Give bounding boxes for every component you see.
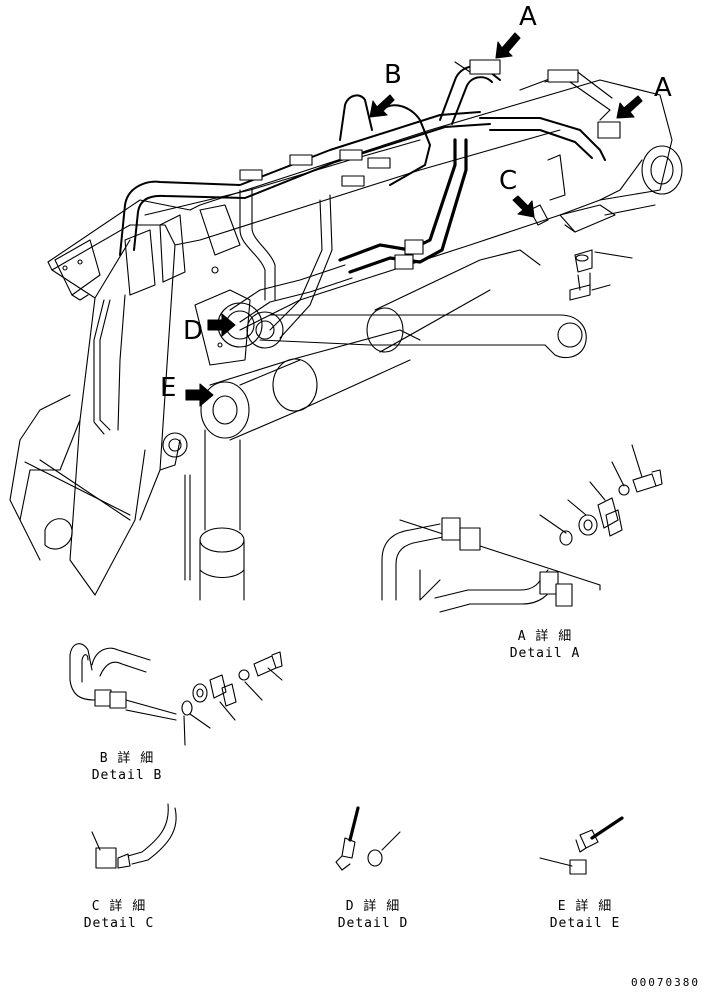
arm-cylinder <box>184 249 587 601</box>
detail-a-drawing <box>381 444 663 613</box>
view-label-e: E <box>160 373 177 403</box>
detail-c-caption: C 詳 細 Detail C <box>74 898 164 932</box>
detail-a-caption: A 詳 細 Detail A <box>500 628 590 662</box>
view-arrows <box>185 32 643 407</box>
view-label-a-right: A <box>654 73 672 103</box>
view-label-c: C <box>499 166 518 196</box>
detail-d-caption: D 詳 細 Detail D <box>328 898 418 932</box>
view-label-a-top: A <box>519 2 537 32</box>
detail-d-caption-en: Detail D <box>337 916 409 931</box>
detail-c-drawing <box>91 803 177 869</box>
detail-e-caption: E 詳 細 Detail E <box>540 898 630 932</box>
leader-lines <box>454 61 656 291</box>
pipe-clamps <box>529 154 616 301</box>
detail-e-caption-en: Detail E <box>549 916 621 931</box>
detail-e-caption-jp: E 詳 細 <box>557 899 613 914</box>
detail-b-caption-jp: B 詳 細 <box>99 751 155 766</box>
hydraulic-pipes <box>93 59 621 435</box>
detail-a-caption-en: Detail A <box>509 646 581 661</box>
detail-d-drawing <box>335 806 401 871</box>
view-label-b: B <box>384 60 402 90</box>
drawing-number: 00070380 <box>631 976 700 989</box>
detail-a-caption-jp: A 詳 細 <box>517 629 573 644</box>
detail-b-drawing <box>69 643 283 746</box>
detail-d-caption-jp: D 詳 細 <box>345 899 401 914</box>
detail-c-caption-en: Detail C <box>83 916 155 931</box>
detail-b-caption: B 詳 細 Detail B <box>82 750 172 784</box>
detail-b-caption-en: Detail B <box>91 768 163 783</box>
boom-assembly <box>9 79 683 596</box>
view-label-d: D <box>183 316 204 346</box>
detail-e-drawing <box>539 816 624 875</box>
detail-c-caption-jp: C 詳 細 <box>91 899 147 914</box>
